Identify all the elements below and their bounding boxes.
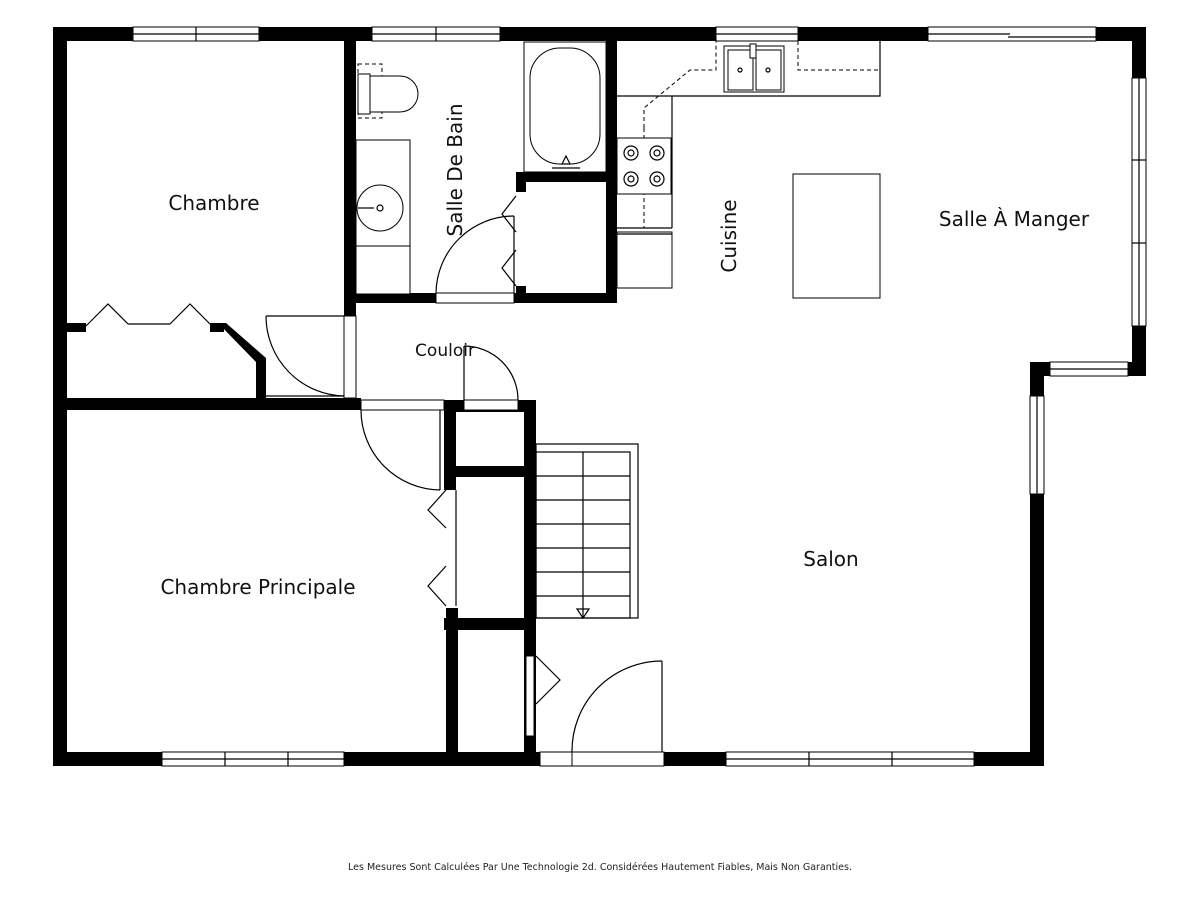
room-label-couloir: Couloir: [415, 341, 475, 361]
room-label-salle-a-manger: Salle À Manger: [939, 207, 1090, 231]
room-label-cuisine: Cuisine: [717, 199, 741, 272]
bathroom-fixtures: [355, 41, 607, 295]
windows: [132, 26, 1147, 767]
measurement-disclaimer: Les Mesures Sont Calculées Par Une Techn…: [348, 862, 852, 873]
kitchen-fixtures: [616, 41, 881, 299]
room-label-chambre-principale: Chambre Principale: [160, 575, 355, 599]
room-label-chambre: Chambre: [168, 191, 259, 215]
doors: [85, 195, 665, 767]
stairs: [535, 443, 639, 620]
room-label-salon: Salon: [803, 547, 858, 571]
room-labels: Chambre Salle De Bain Cuisine Salle À Ma…: [160, 104, 1089, 600]
room-label-salle-de-bain: Salle De Bain: [443, 104, 467, 237]
